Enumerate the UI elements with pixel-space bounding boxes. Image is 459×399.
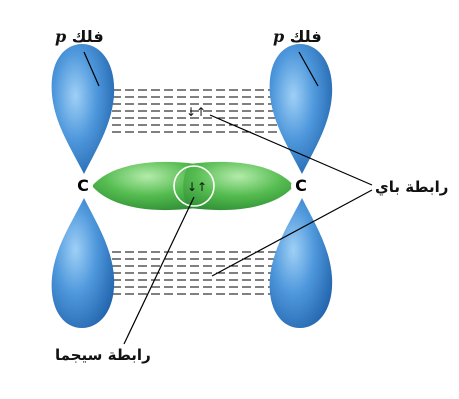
p-orbital-right-bottom-lobe: [269, 198, 333, 328]
pi-electron-pair: ↓↑: [186, 105, 207, 119]
p-orbital-left-top-lobe: [51, 44, 115, 174]
sigma-overlap-circle: [173, 165, 215, 207]
pointer-pi-bottom: [211, 189, 373, 277]
pi-bond-label: رابطة باي: [375, 178, 449, 196]
p-orbital-right-top-lobe: [269, 44, 333, 174]
pi-overlap-lines-top: [112, 89, 290, 133]
pointer-lines: [83, 51, 373, 345]
pointer-pi-top: [209, 114, 373, 186]
sigma-bond-label: رابطة سيجما: [55, 346, 151, 364]
p-orbital-label-right: فلك p: [273, 29, 322, 45]
pi-overlap-lines-bottom: [112, 251, 290, 295]
p-orbital-label-left-letter: p: [55, 27, 67, 46]
p-orbital-label-right-word: فلك: [289, 27, 322, 46]
pointer-sigma: [123, 196, 195, 345]
p-orbital-label-left: فلك p: [55, 29, 104, 45]
p-orbital-label-left-word: فلك: [71, 27, 104, 46]
sigma-bond-left-lobe: [92, 161, 203, 211]
pointer-p-right: [298, 51, 319, 87]
pointer-p-left: [83, 51, 100, 87]
carbon-atom-left: C: [73, 176, 93, 196]
sigma-electron-pair: ↓↑: [187, 180, 208, 194]
p-orbital-label-right-letter: p: [273, 27, 285, 46]
p-orbital-left-bottom-lobe: [51, 198, 115, 328]
carbon-atom-right: C: [291, 176, 311, 196]
